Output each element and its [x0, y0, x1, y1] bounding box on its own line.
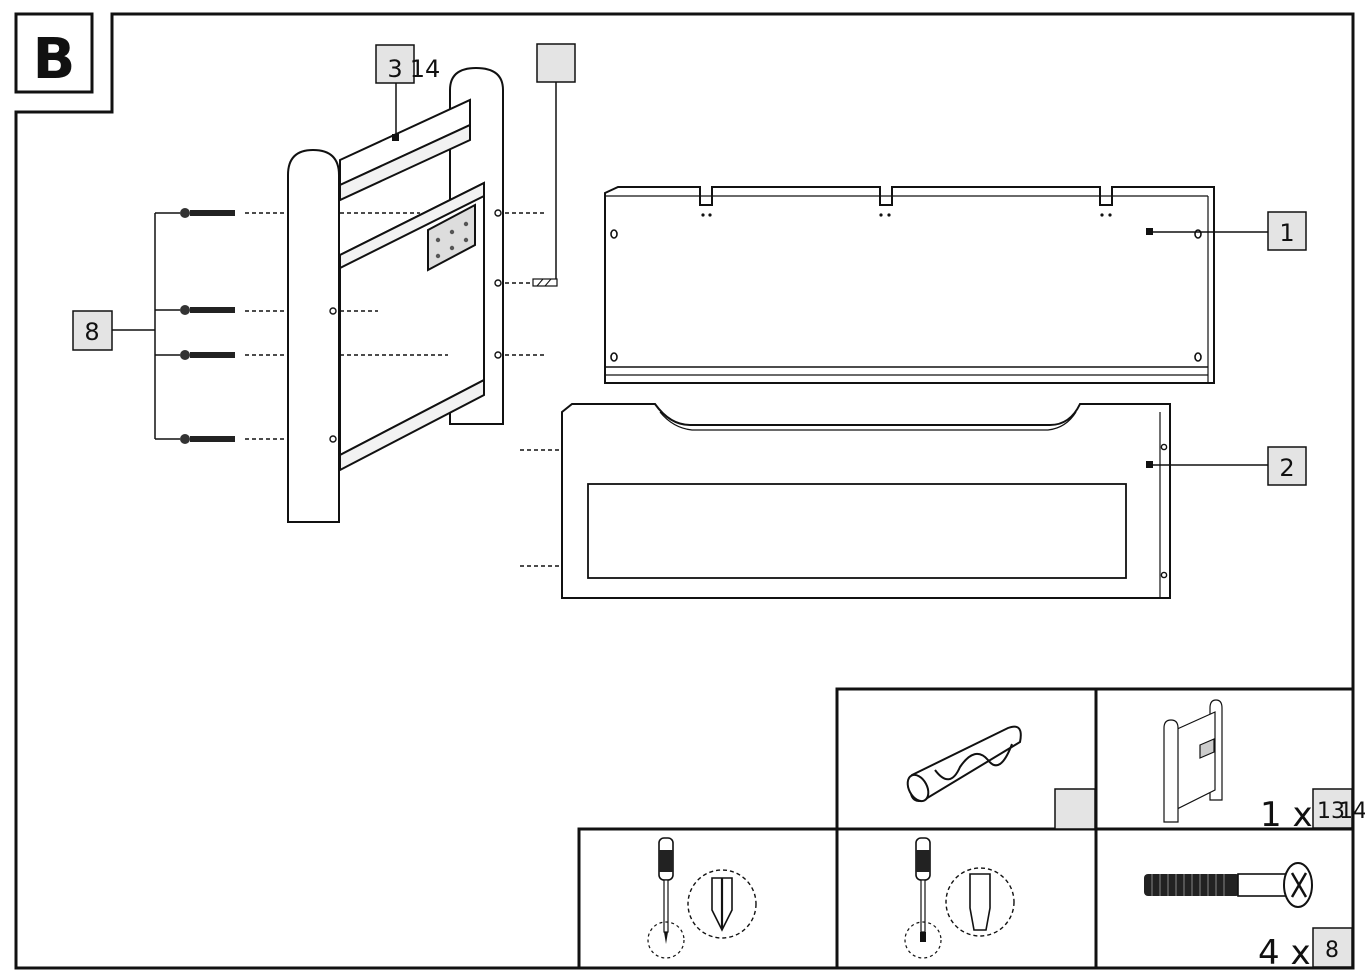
- screw-bracket: [112, 212, 180, 440]
- callout-label-3: 3: [387, 55, 402, 83]
- screw-group: [180, 208, 235, 444]
- screw: [180, 434, 235, 444]
- step-letter: B: [33, 27, 76, 92]
- dowel-small: [532, 278, 558, 287]
- dowel-label-box: [1054, 788, 1096, 830]
- side-frame: [287, 66, 504, 523]
- callout-label-1: 1: [1279, 219, 1294, 247]
- diagram-border: [14, 12, 1355, 970]
- dowel-icon: [906, 725, 1022, 803]
- screw: [180, 208, 235, 218]
- callout-box-2: [1267, 446, 1307, 486]
- guide-lines: [245, 212, 562, 567]
- bolt-qty: 4 x: [1258, 933, 1311, 973]
- frame-thumbnail-icon: [1163, 699, 1223, 823]
- front-board: [561, 403, 1171, 599]
- screw: [180, 350, 235, 360]
- frame-label-suffix: 14: [1339, 799, 1365, 824]
- callout-label-14: 14: [410, 55, 441, 83]
- bolt-icon: [1144, 862, 1313, 908]
- callout-label-2: 2: [1279, 454, 1294, 482]
- callout-box-3: [375, 44, 415, 84]
- bolt-label-box: [1312, 927, 1353, 968]
- screw: [180, 305, 235, 315]
- phillips-screwdriver-icon: [647, 837, 757, 959]
- step-box: [14, 12, 94, 94]
- frame-label-box: [1312, 788, 1353, 829]
- flat-screwdriver-icon: [904, 837, 1015, 959]
- frame-qty: 1 x: [1260, 795, 1313, 835]
- long-board: [604, 186, 1215, 384]
- callout-label-8: 8: [84, 318, 99, 346]
- callout-box-1: [1267, 211, 1307, 251]
- callout-box-8: [72, 310, 113, 351]
- callout-box-dowel: [536, 43, 576, 83]
- frame-label: 13: [1317, 799, 1345, 824]
- bolt-label: 8: [1325, 938, 1339, 963]
